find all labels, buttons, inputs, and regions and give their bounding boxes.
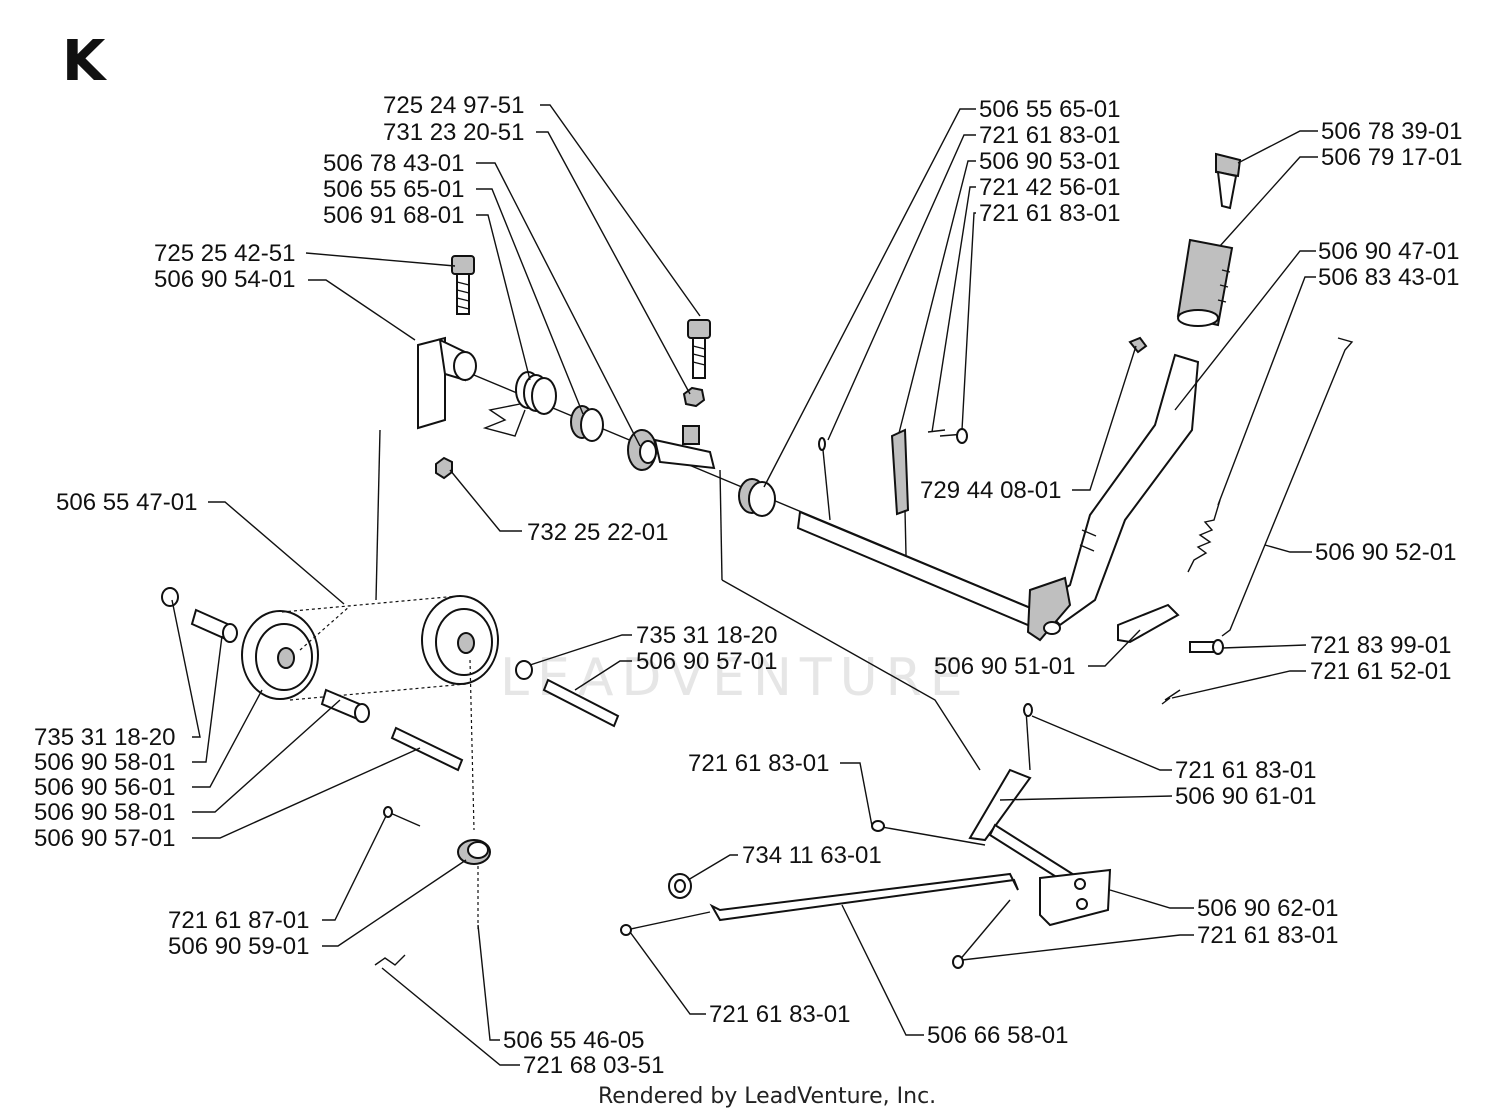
label-721-61-52-01: 721 61 52-01 <box>1310 658 1451 685</box>
part-axle-left <box>390 726 464 772</box>
label-506-55-47-01: 506 55 47-01 <box>56 489 197 516</box>
label-506-90-51-01: 506 90 51-01 <box>934 653 1075 680</box>
part-grip <box>1176 238 1234 327</box>
label-506-79-17-01: 506 79 17-01 <box>1321 144 1462 171</box>
label-729-44-08-01: 729 44 08-01 <box>920 477 1061 504</box>
label-506-78-39-01: 506 78 39-01 <box>1321 118 1462 145</box>
label-721-61-87-01: 721 61 87-01 <box>168 907 309 934</box>
label-721-61-83-01-f: 721 61 83-01 <box>709 1001 850 1028</box>
part-cotter-pin <box>1161 689 1181 705</box>
leader-lines <box>171 104 1318 1066</box>
label-506-90-59-01: 506 90 59-01 <box>168 933 309 960</box>
label-734-11-63-01: 734 11 63-01 <box>742 842 882 869</box>
label-735-31-18-20-center: 735 31 18-20 <box>636 622 777 649</box>
footer-credit: Rendered by LeadVenture, Inc. <box>598 1084 936 1109</box>
part-nut-left <box>435 456 453 480</box>
label-731-23-20-51: 731 23 20-51 <box>383 119 524 146</box>
label-506-55-65-01-left: 506 55 65-01 <box>323 176 464 203</box>
label-721-68-03-51: 721 68 03-51 <box>523 1052 664 1079</box>
label-725-24-97-51: 725 24 97-51 <box>383 92 524 119</box>
label-506-90-62-01: 506 90 62-01 <box>1197 895 1338 922</box>
diagram-title: K <box>62 29 108 94</box>
part-spring <box>482 371 557 437</box>
part-pulley-left <box>241 610 319 700</box>
part-shaft <box>796 510 1042 630</box>
label-506-78-43-01: 506 78 43-01 <box>323 150 464 177</box>
part-pulley-right <box>421 595 499 685</box>
label-721-61-83-01-b: 721 61 83-01 <box>979 200 1120 227</box>
label-506-66-58-01: 506 66 58-01 <box>927 1022 1068 1049</box>
label-721-61-83-01-d: 721 61 83-01 <box>1175 757 1316 784</box>
part-screw <box>1128 336 1148 354</box>
label-721-61-83-01-e: 721 61 83-01 <box>1197 922 1338 949</box>
label-721-83-99-01: 721 83 99-01 <box>1310 632 1451 659</box>
part-plate <box>1117 603 1180 644</box>
part-rod <box>1221 337 1354 637</box>
part-bolt-right <box>682 319 711 408</box>
label-506-90-58-01-b: 506 90 58-01 <box>34 799 175 826</box>
part-axle-center <box>542 678 620 728</box>
label-735-31-18-20-left: 735 31 18-20 <box>34 724 175 751</box>
part-spacers <box>161 587 370 723</box>
part-lever-pin <box>890 428 910 516</box>
part-bushing-right <box>738 478 776 517</box>
label-506-90-58-01-a: 506 90 58-01 <box>34 749 175 776</box>
label-506-55-65-01-right: 506 55 65-01 <box>979 96 1120 123</box>
part-bushing-left <box>570 405 604 442</box>
part-link-rod <box>709 872 1019 922</box>
label-506-83-43-01: 506 83 43-01 <box>1318 264 1459 291</box>
label-506-90-56-01: 506 90 56-01 <box>34 774 175 801</box>
part-labels: 725 24 97-51 731 23 20-51 506 78 43-01 5… <box>34 92 1462 1079</box>
label-506-55-46-05: 506 55 46-05 <box>503 1027 644 1054</box>
part-idler <box>457 839 491 865</box>
label-506-90-57-01-left: 506 90 57-01 <box>34 825 175 852</box>
label-721-61-83-01-a: 721 61 83-01 <box>979 122 1120 149</box>
parts-drawing <box>161 152 1354 969</box>
label-725-25-42-51: 725 25 42-51 <box>154 240 295 267</box>
label-506-91-68-01: 506 91 68-01 <box>323 202 464 229</box>
label-721-42-56-01: 721 42 56-01 <box>979 174 1120 201</box>
part-bracket <box>417 336 477 430</box>
part-lever <box>1026 353 1200 642</box>
part-bolt-small <box>1189 639 1224 655</box>
label-506-90-57-01-center: 506 90 57-01 <box>636 648 777 675</box>
label-732-25-22-01: 732 25 22-01 <box>527 519 668 546</box>
label-506-90-53-01: 506 90 53-01 <box>979 148 1120 175</box>
part-bolt-left <box>451 255 475 315</box>
label-506-90-52-01: 506 90 52-01 <box>1315 539 1456 566</box>
label-506-90-54-01: 506 90 54-01 <box>154 266 295 293</box>
label-506-90-61-01: 506 90 61-01 <box>1175 783 1316 810</box>
part-chain-upper <box>299 605 475 831</box>
part-spring-right <box>1187 499 1221 573</box>
label-506-90-47-01: 506 90 47-01 <box>1318 238 1459 265</box>
label-721-61-83-01-c: 721 61 83-01 <box>688 750 829 777</box>
part-knob <box>1215 152 1242 210</box>
part-link-lower <box>871 703 1112 927</box>
part-arm <box>627 425 716 471</box>
